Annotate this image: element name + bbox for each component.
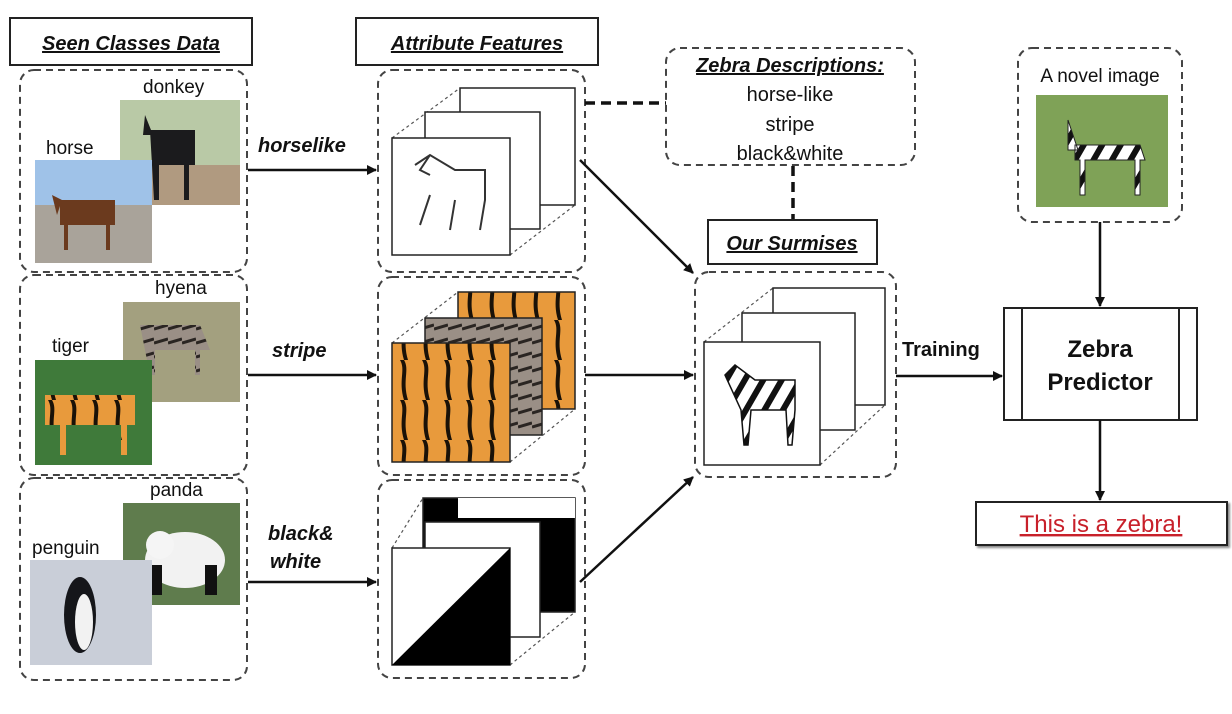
zebra-predictor-box: Zebra Predictor (1003, 307, 1198, 421)
horse-photo (35, 160, 152, 263)
svg-text:Zebra Descriptions:: Zebra Descriptions: (695, 55, 884, 77)
zebra-sketch-icon (724, 364, 796, 446)
horse-sketch-stack (391, 87, 576, 256)
tiger-photo (35, 360, 152, 465)
hyena-photo (123, 302, 240, 402)
svg-text:Predictor: Predictor (1047, 369, 1152, 396)
novel-image-panel: A novel image (1017, 47, 1183, 223)
donkey-label: donkey (143, 77, 205, 98)
svg-text:Zebra: Zebra (1067, 336, 1133, 363)
horse-outline-icon (414, 153, 486, 231)
penguin-label: penguin (32, 538, 100, 559)
zebra-descriptions-box: Zebra Descriptions: horse-like stripe bl… (665, 47, 916, 166)
black-white-stack (391, 497, 576, 666)
novel-image-label: A novel image (1040, 66, 1159, 87)
result-text: This is a zebra! (1020, 511, 1183, 538)
tiger-label: tiger (52, 336, 90, 357)
penguin-photo (30, 560, 152, 665)
attribute-features-header: Attribute Features (355, 17, 599, 66)
edge-label-horselike: horselike (258, 135, 346, 157)
our-surmises-header: Our Surmises (707, 219, 878, 265)
stripe-texture-stack (391, 291, 576, 463)
seen-panel-blackwhite (19, 477, 248, 681)
zebra-photo (1036, 95, 1168, 207)
seen-panel-horselike (19, 69, 248, 273)
description-stripe: stripe (766, 114, 815, 136)
arrow-to-surmises-1 (579, 159, 694, 274)
edge-label-stripe: stripe (272, 340, 326, 362)
description-horse-like: horse-like (747, 84, 834, 106)
edge-label-black: black& (268, 523, 334, 545)
panda-label: panda (150, 480, 203, 501)
result-box: This is a zebra! (975, 501, 1228, 546)
horse-label: horse (46, 138, 94, 159)
seen-classes-header: Seen Classes Data (9, 17, 253, 66)
arrow-to-surmises-3 (579, 476, 694, 583)
edge-label-white: white (270, 551, 321, 573)
seen-panel-stripe (19, 274, 248, 476)
svg-text:Seen Classes Data: Seen Classes Data (42, 33, 220, 55)
black-triangle-icon (392, 548, 510, 665)
training-label: Training (902, 339, 980, 361)
surmises-panel (694, 271, 897, 478)
stripe-texture-stack-card (391, 342, 511, 463)
horse-sketch-stack-card (391, 137, 511, 256)
attribute-panel-stripe (377, 276, 586, 476)
svg-text:Our Surmises: Our Surmises (726, 233, 857, 255)
svg-text:Attribute Features: Attribute Features (390, 33, 563, 55)
black-white-notch (458, 498, 575, 518)
panda-photo (123, 503, 240, 605)
hyena-label: hyena (155, 278, 207, 299)
attribute-panel-horselike (377, 69, 586, 273)
zebra-sketch-stack (703, 287, 886, 466)
description-black-white: black&white (737, 143, 844, 165)
attribute-panel-blackwhite (377, 479, 586, 679)
